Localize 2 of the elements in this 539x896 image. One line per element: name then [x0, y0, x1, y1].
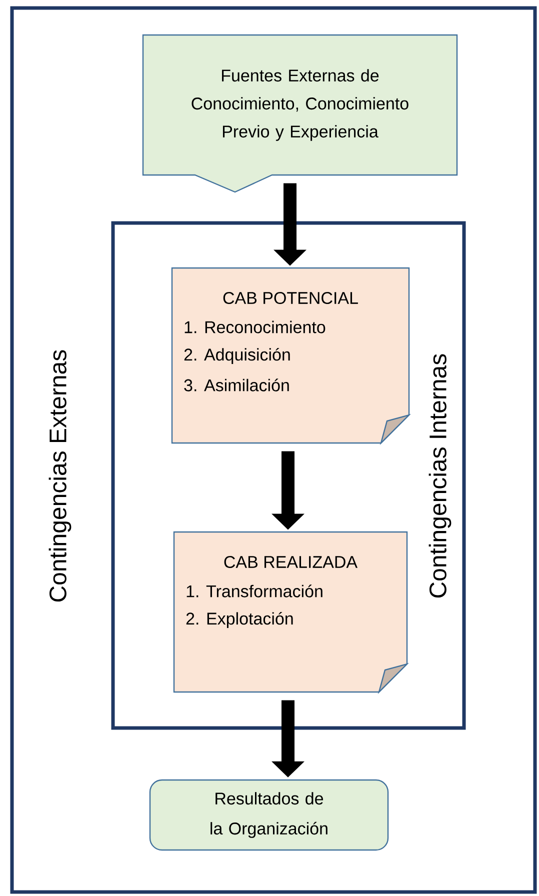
result-box: Resultados de la Organización	[149, 779, 389, 851]
callout-box: Fuentes Externas de Conocimiento, Conocimiento Previo y Experiencia	[142, 34, 458, 193]
